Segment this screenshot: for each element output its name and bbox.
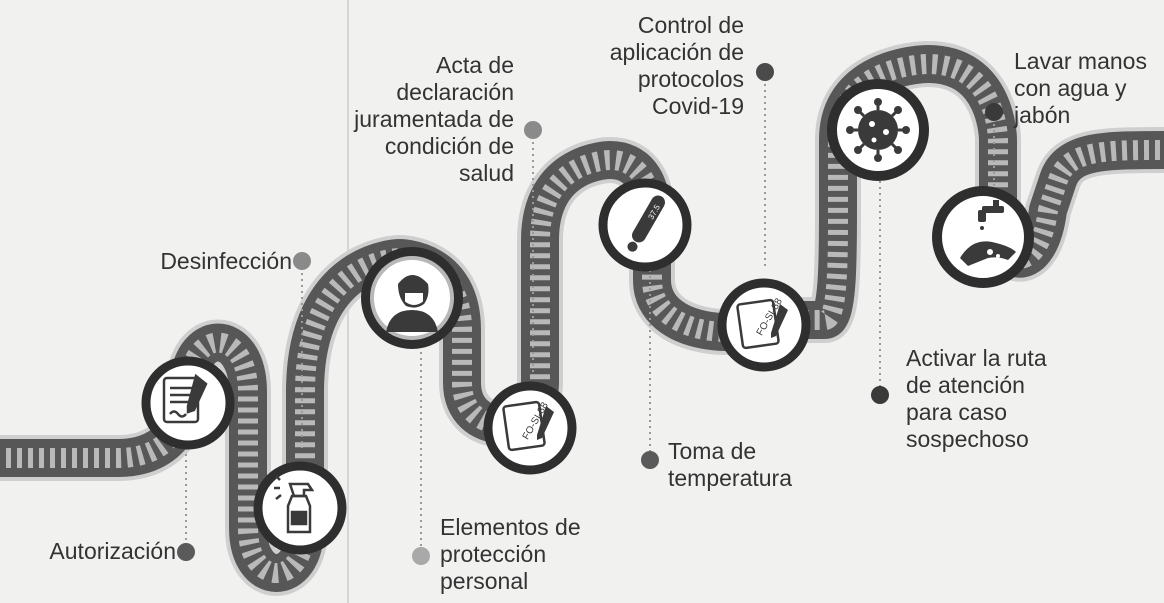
step-1-circle <box>141 356 235 450</box>
connector-dots <box>177 63 1003 565</box>
document-pen-icon <box>162 373 208 424</box>
dot-acta <box>524 121 542 139</box>
label-activar-ruta: Activar la ruta de atención para caso so… <box>906 345 1047 452</box>
dot-epp <box>412 547 430 565</box>
label-autorizacion: Autorización <box>49 538 176 564</box>
label-toma-temperatura: Toma de temperatura <box>668 438 793 491</box>
connector-lines <box>185 72 995 556</box>
step-3-circle <box>361 247 463 349</box>
dot-lavar <box>985 103 1003 121</box>
step-4-circle: FO-SI-88 <box>483 381 577 475</box>
dot-activar <box>871 386 889 404</box>
dot-temperatura <box>641 451 659 469</box>
label-lavar-manos: Lavar manos con agua y jabón <box>1014 48 1147 128</box>
step-7-circle <box>827 79 929 181</box>
spray-bottle-icon <box>274 475 315 534</box>
step-2-circle <box>253 461 347 555</box>
road-center-dashes <box>0 53 1164 583</box>
dot-autorizacion <box>177 543 195 561</box>
hand-washing-icon <box>960 200 1016 266</box>
label-control-protocolos: Control de aplicación de protocolos Covi… <box>609 12 744 119</box>
label-elementos-proteccion: Elementos de protección personal <box>440 514 581 594</box>
step-6-circle: FO-SI-88 <box>717 278 811 372</box>
virus-icon <box>846 98 910 162</box>
step-8-circle <box>932 186 1034 288</box>
masked-person-icon <box>386 275 438 332</box>
dot-control <box>756 63 774 81</box>
step-5-circle: 37.5 <box>598 178 692 272</box>
label-desinfeccion: Desinfección <box>160 248 292 274</box>
dot-desinfeccion <box>293 252 311 270</box>
form-document-icon-2: FO-SI-88 <box>736 296 788 350</box>
label-acta-declaracion: Acta de declaración juramentada de condi… <box>354 52 514 186</box>
